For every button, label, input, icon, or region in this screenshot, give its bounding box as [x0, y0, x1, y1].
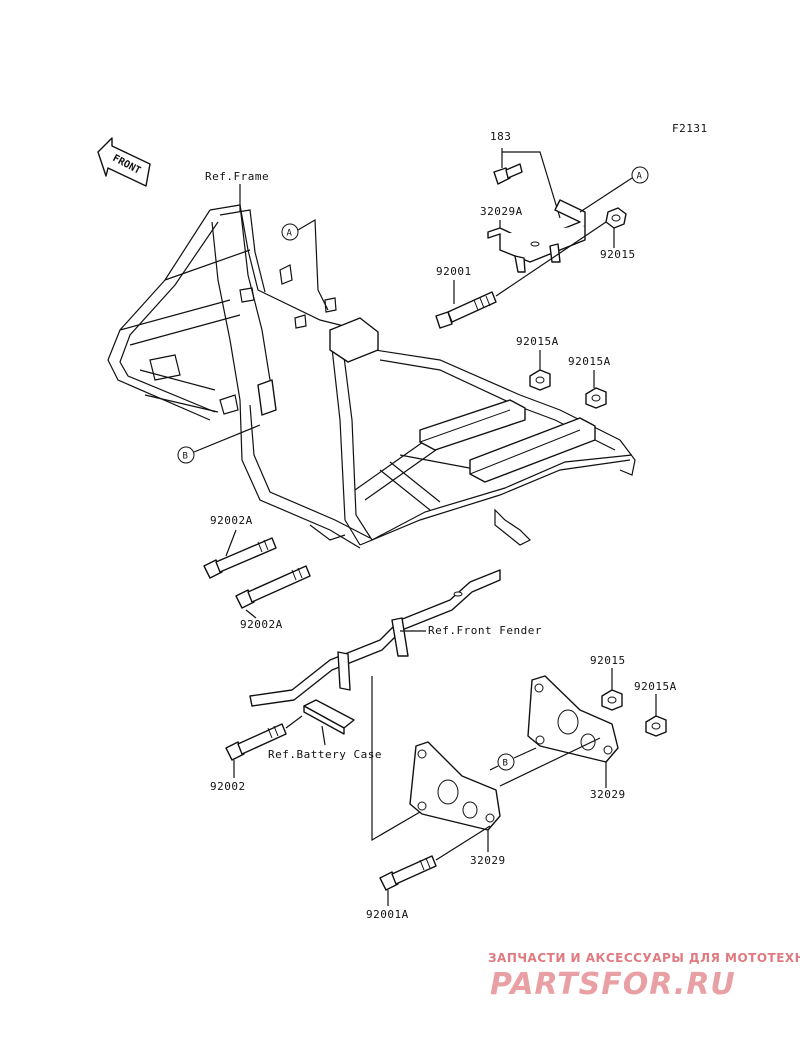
part-number-92015a-lower: 92015A [634, 680, 677, 693]
part-number-32029-upper: 32029 [590, 788, 626, 801]
front-arrow-icon: FRONT [97, 137, 151, 187]
front-fender-stay [249, 569, 501, 707]
bolt-92002a-lower [235, 565, 311, 609]
callout-a-frame: A [281, 218, 329, 311]
svg-text:B: B [183, 452, 188, 462]
ref-front-fender-label: Ref.Front Fender [428, 624, 542, 637]
ref-frame-label: Ref.Frame [205, 170, 269, 183]
part-number-32029-lower: 32029 [470, 854, 506, 867]
part-number-92002a-lower: 92002A [240, 618, 283, 631]
nut-92015 [605, 207, 627, 229]
bolt-92001 [435, 291, 497, 329]
nut-92015a-right [585, 387, 607, 409]
nut-92015a-lower [645, 715, 667, 737]
part-number-92002a-upper: 92002A [210, 514, 253, 527]
part-number-92001: 92001 [436, 265, 472, 278]
bolt-183 [493, 163, 523, 185]
ref-battery-case-label: Ref.Battery Case [268, 748, 382, 761]
bolt-92002 [225, 723, 287, 761]
callout-b-frame: B [177, 424, 261, 464]
frame-assembly [107, 204, 636, 549]
watermark-tagline: ЗАПЧАСТИ И АКСЕССУАРЫ ДЛЯ МОТОТЕХНИКИ [488, 951, 800, 965]
nut-92015a-left [529, 369, 551, 391]
nut-92015-lower [601, 689, 623, 711]
plate-32029-lower [409, 741, 501, 831]
bolt-92002a-upper [203, 537, 277, 579]
callout-a-bracket: A [579, 166, 649, 213]
svg-text:A: A [637, 172, 643, 182]
callout-b-lower: B [489, 747, 537, 771]
part-number-92015a-left: 92015A [516, 335, 559, 348]
part-number-92002: 92002 [210, 780, 246, 793]
battery-case-bracket [303, 699, 355, 735]
part-number-92015a-right: 92015A [568, 355, 611, 368]
plate-32029-upper [527, 675, 619, 763]
svg-text:B: B [503, 759, 508, 769]
part-number-183: 183 [490, 130, 511, 143]
bracket-32029a [487, 199, 586, 273]
svg-text:A: A [287, 229, 293, 239]
bolt-92001a [379, 855, 437, 891]
part-number-32029a: 32029A [480, 205, 523, 218]
part-number-92015: 92015 [600, 248, 636, 261]
part-number-92015-lower: 92015 [590, 654, 626, 667]
figure-code: F2131 [672, 122, 708, 135]
watermark-brand: PARTSFOR.RU [490, 967, 736, 1002]
part-number-92001a: 92001A [366, 908, 409, 921]
